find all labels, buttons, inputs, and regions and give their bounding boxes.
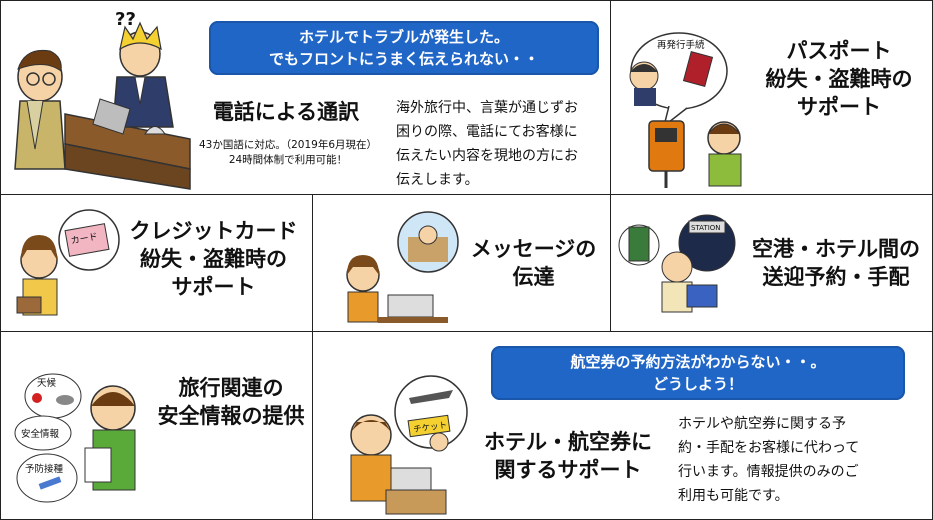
phone-desc-line1: 海外旅行中、言葉が通じずお [396, 100, 578, 116]
booking-desc-line4: 利用も可能です。 [678, 488, 789, 504]
phone-desc-line3: 伝えたい内容を現地の方にお [396, 148, 578, 164]
weather-label: 天候 [37, 377, 57, 389]
question-marks: ?? [115, 9, 136, 30]
phone-desc-line2: 困りの際、電話にてお客様に [396, 124, 578, 140]
panel-credit-card-support: カード クレジットカード 紛失・盗難時の サポート [0, 194, 314, 333]
credit-card-title-line2: 紛失・盗難時の [140, 247, 287, 271]
card-label: カード [70, 231, 99, 247]
credit-card-title: クレジットカード 紛失・盗難時の サポート [116, 217, 311, 301]
safety-label: 安全情報 [21, 428, 60, 440]
booking-title-line1: ホテル・航空券に [484, 430, 652, 454]
safety-title: 旅行関連の 安全情報の提供 [151, 374, 311, 430]
station-sign: STATION [691, 224, 721, 232]
panel-message-relay: メッセージの 伝達 [312, 194, 612, 333]
booking-title-line2: 関するサポート [494, 458, 642, 482]
passport-title-line1: パスポート [786, 39, 892, 63]
panel-passport-support: 再発行手続 パスポート 紛失・盗難時の サポート [610, 0, 933, 196]
transfer-title-line1: 空港・ホテル間の [752, 237, 920, 261]
phone-desc-line4: 伝えします。 [396, 172, 479, 188]
booking-problem-banner: 航空券の予約方法がわからない・・。 どうしよう！ [491, 346, 905, 400]
credit-card-illustration: カード [16, 209, 120, 316]
hotel-front-desk-illustration: ?? [14, 9, 191, 190]
phone-language-note: 43か国語に対応。（2019年6月現在） 24時間体制で利用可能！ [183, 138, 393, 168]
passport-title-line3: サポート [797, 95, 881, 119]
ticket-label: チケット [413, 421, 448, 436]
passport-payphone-illustration: 再発行手続 [629, 32, 742, 188]
panel-phone-interpretation: ?? ホテルでトラブルが発生した。 でもフロントにうまく伝えられない・・ 電話に… [0, 0, 612, 196]
transfer-title-line2: 送迎予約・手配 [762, 265, 910, 289]
safety-info-illustration: 天候 安全情報 予防接種 [14, 373, 136, 503]
passport-bubble-text: 再発行手続 [657, 39, 705, 51]
panel-booking-support: 航空券の予約方法がわからない・・。 どうしよう！ チケット ホテル・航空券に 関… [312, 331, 933, 520]
booking-description: ホテルや航空券に関する予 約・手配をお客様に代わって 行います。情報提供のみのご… [678, 412, 928, 508]
phone-interpretation-title: 電話による通訳 [212, 100, 360, 124]
booking-title: ホテル・航空券に 関するサポート [473, 428, 663, 484]
panel-safety-info: 天候 安全情報 予防接種 旅行関連の 安全情報の提供 [0, 331, 314, 520]
booking-banner-line2: どうしよう！ [652, 375, 743, 393]
passport-title-line2: 紛失・盗難時の [765, 67, 913, 91]
safety-title-line2: 安全情報の提供 [157, 404, 305, 428]
booking-banner-line1: 航空券の予約方法がわからない・・。 [570, 353, 826, 371]
credit-card-title-line3: サポート [171, 275, 256, 299]
message-fax-illustration [346, 211, 459, 323]
phone-problem-banner: ホテルでトラブルが発生した。 でもフロントにうまく伝えられない・・ [209, 21, 599, 75]
booking-call-illustration: チケット [350, 375, 468, 515]
phone-note-line2: 24時間体制で利用可能！ [228, 154, 348, 166]
booking-desc-line2: 約・手配をお客様に代わって [678, 440, 860, 456]
transfer-station-illustration: STATION [618, 214, 736, 313]
phone-description: 海外旅行中、言葉が通じずお 困りの際、電話にてお客様に 伝えたい内容を現地の方に… [396, 96, 611, 192]
booking-desc-line3: 行います。情報提供のみのご [678, 464, 859, 480]
phone-note-line1: 43か国語に対応。（2019年6月現在） [198, 139, 377, 151]
message-title-line1: メッセージの [470, 237, 597, 261]
message-title: メッセージの 伝達 [461, 235, 606, 291]
credit-card-title-line1: クレジットカード [129, 219, 298, 243]
panel-transfer-booking: STATION 空港・ホテル間の 送迎予約・手配 [610, 194, 933, 333]
message-title-line2: 伝達 [512, 265, 555, 289]
passport-title: パスポート 紛失・盗難時の サポート [749, 37, 929, 121]
safety-title-line1: 旅行関連の [178, 376, 284, 400]
phone-banner-line1: ホテルでトラブルが発生した。 [298, 28, 509, 46]
phone-banner-line2: でもフロントにうまく伝えられない・・ [268, 50, 539, 68]
booking-desc-line1: ホテルや航空券に関する予 [678, 416, 846, 432]
vaccine-label: 予防接種 [25, 463, 64, 475]
transfer-title: 空港・ホテル間の 送迎予約・手配 [741, 235, 931, 291]
